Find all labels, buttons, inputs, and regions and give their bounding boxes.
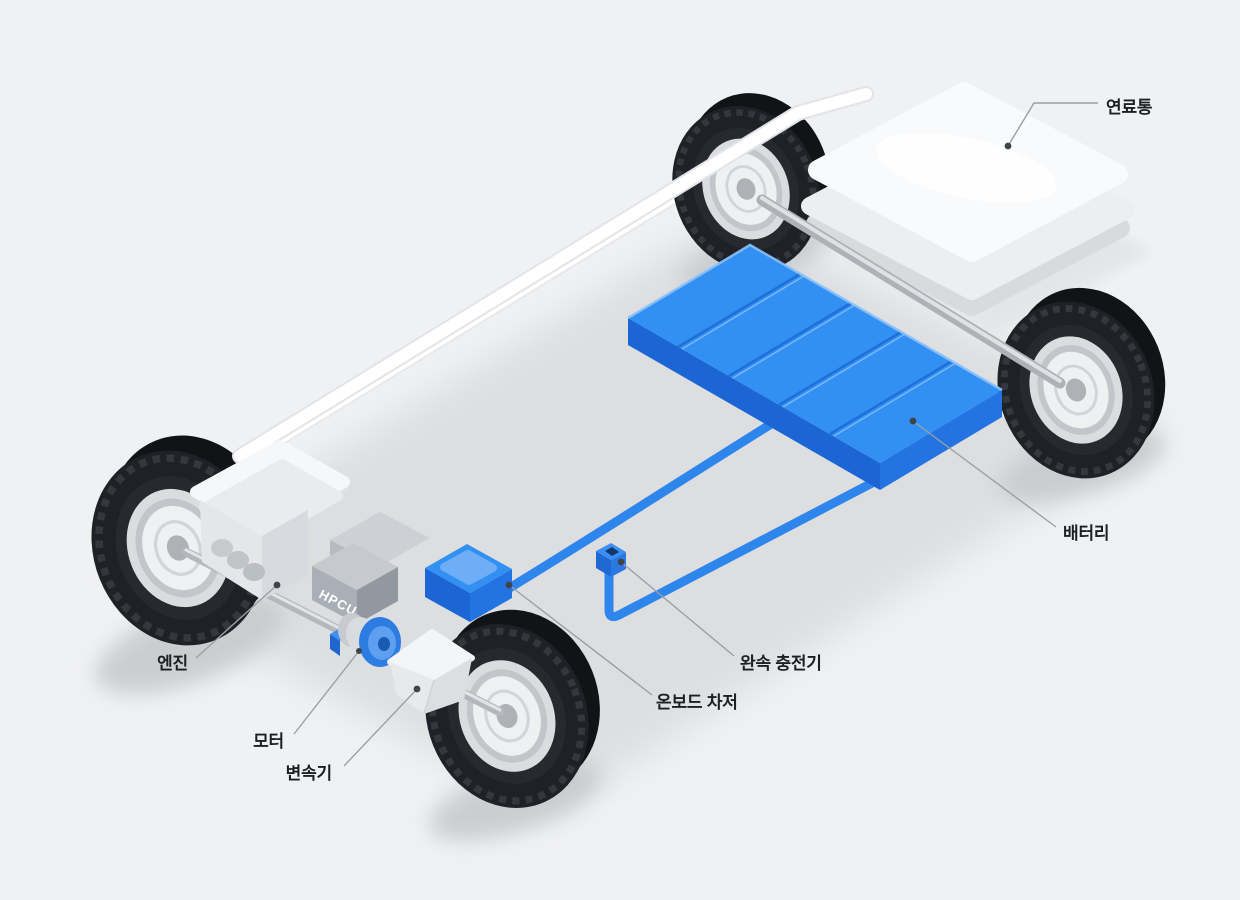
callout-dot-slow-charger [617, 558, 625, 566]
transmission [387, 629, 475, 715]
hpcu-front [312, 566, 357, 624]
label-onboard-charger: 온보드 차저 [656, 693, 738, 712]
motor-mount-front [330, 634, 340, 656]
callout-line-fuel-tank [1007, 102, 1098, 147]
callout-dot-fuel-tank [1004, 142, 1012, 150]
charge-port [596, 543, 626, 577]
callout-dot-engine [273, 581, 281, 589]
label-transmission: 변속기 [285, 764, 333, 783]
port-side [611, 552, 626, 577]
hv-cables [498, 411, 877, 622]
port-socket [605, 547, 619, 556]
transmission-front [390, 662, 434, 714]
battery-divider [677, 272, 801, 349]
battery-divider [732, 304, 856, 379]
callout-dot-onboard-charger [505, 581, 513, 589]
cable-charger-to-battery [498, 411, 789, 597]
callout-dot-motor [356, 648, 362, 654]
engine-pipe [227, 551, 249, 569]
label-motor: 모터 [253, 732, 284, 751]
charger-front [425, 568, 470, 622]
callout-line-battery [912, 420, 1057, 528]
battery-divider [782, 333, 906, 408]
callout-dot-battery [909, 417, 917, 425]
callouts [195, 102, 1098, 767]
battery-side-face [880, 390, 1002, 490]
battery-divider [681, 275, 805, 350]
callout-dot-transmission [413, 685, 421, 693]
rear-axle [756, 194, 1066, 389]
engine-pipe [211, 539, 233, 557]
engine-pipe [243, 563, 265, 581]
label-battery: 배터리 [1063, 524, 1110, 543]
callout-line-slow-charger [620, 561, 735, 657]
callout-line-motor [293, 650, 360, 735]
label-fuel-tank: 연료통 [1106, 98, 1153, 117]
callout-line-engine [195, 584, 278, 659]
port-front [596, 551, 611, 577]
battery-top-face [628, 245, 1002, 463]
label-slow-charger: 완속 충전기 [740, 654, 822, 673]
hpcu-unit: HPCU [312, 512, 430, 624]
motor-shaft [378, 637, 390, 651]
battery-edge-highlight [627, 243, 1003, 392]
callout-line-transmission [343, 688, 418, 767]
fuel-tank-highlight [875, 132, 1057, 204]
fuel-tank [801, 82, 1135, 316]
battery-divider [778, 330, 902, 407]
battery-pack [627, 243, 1003, 490]
cable-port-to-battery [604, 478, 877, 622]
battery-divider [833, 362, 957, 437]
label-engine: 엔진 [157, 654, 188, 673]
engine-block-side [262, 510, 308, 600]
battery-divider [728, 301, 852, 378]
onboard-charger [425, 544, 512, 622]
frame-rail-outer [232, 86, 874, 464]
hpcu-side [357, 567, 398, 624]
charger-lid [440, 550, 497, 585]
engine [190, 440, 350, 600]
motor [330, 613, 401, 667]
charger-side [470, 569, 512, 622]
battery-front-face [628, 318, 880, 490]
callout-line-onboard-charger [508, 584, 653, 696]
hpcu-top [312, 543, 398, 590]
transmission-side [424, 658, 472, 714]
battery-divider [829, 359, 953, 436]
